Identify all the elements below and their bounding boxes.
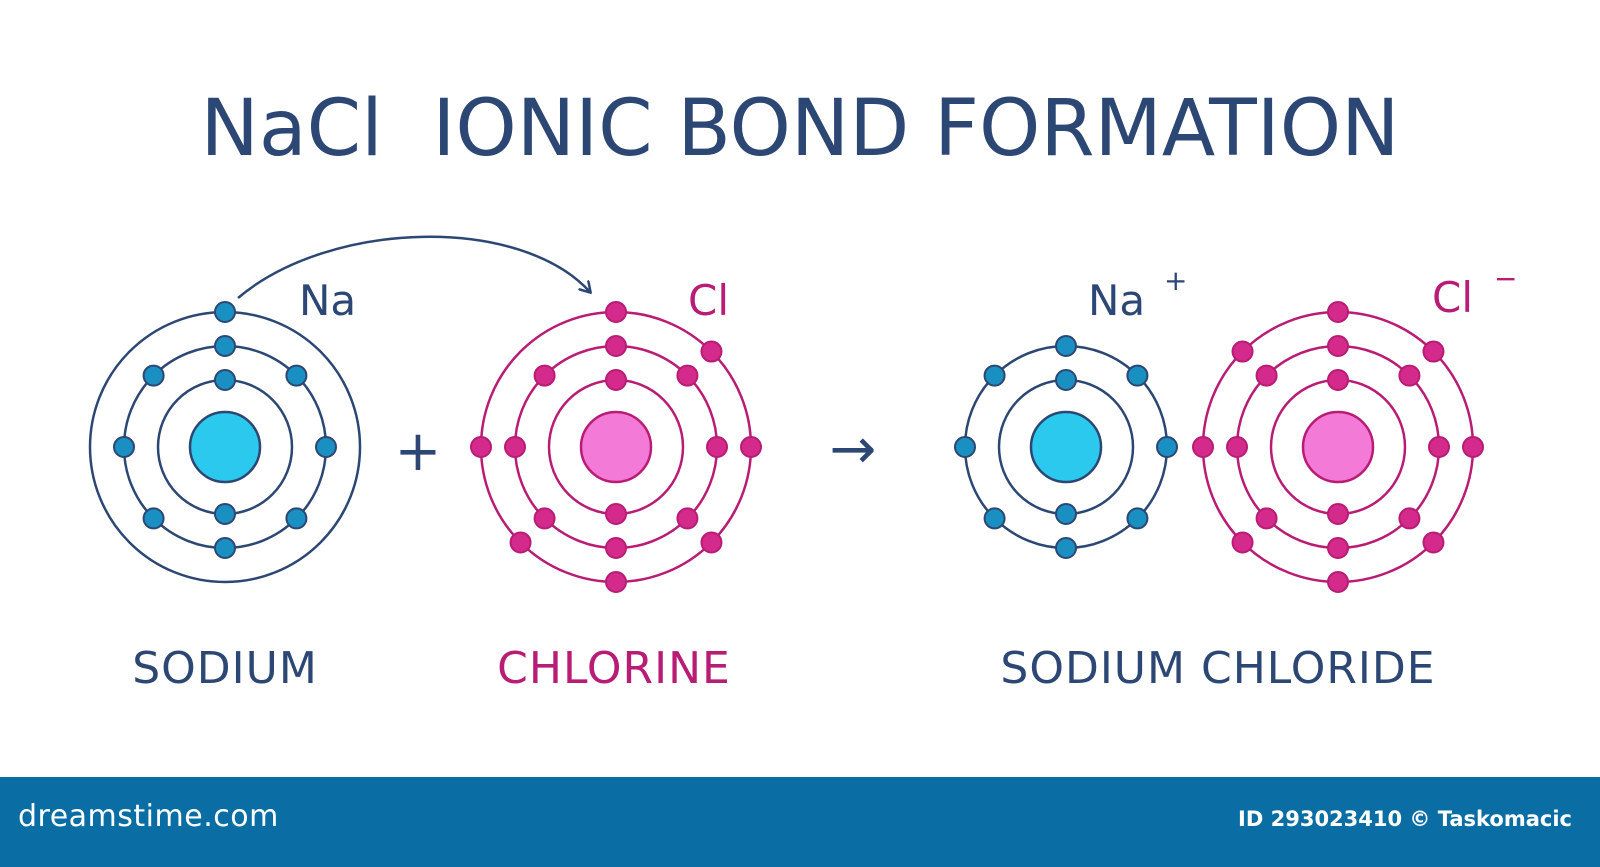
electron bbox=[605, 571, 627, 593]
chloride-ion bbox=[1192, 301, 1484, 593]
electron bbox=[1055, 503, 1077, 525]
electron bbox=[1327, 335, 1349, 357]
electron bbox=[142, 507, 165, 530]
chlorine-atom bbox=[470, 301, 762, 593]
sodium-chloride-label: SODIUM CHLORIDE bbox=[1000, 643, 1435, 694]
nucleus bbox=[579, 410, 653, 484]
electron bbox=[285, 507, 308, 530]
electron bbox=[1226, 436, 1248, 458]
electron bbox=[1327, 503, 1349, 525]
electron bbox=[1327, 571, 1349, 593]
electron bbox=[214, 537, 236, 559]
electron bbox=[605, 301, 627, 323]
electron bbox=[1055, 335, 1077, 357]
electron bbox=[706, 436, 728, 458]
electron bbox=[509, 531, 532, 554]
electron bbox=[605, 537, 627, 559]
sodium-ion-charge: + bbox=[1164, 264, 1187, 297]
electron bbox=[1055, 369, 1077, 391]
electron bbox=[954, 436, 976, 458]
electron bbox=[113, 436, 135, 458]
electron bbox=[983, 364, 1006, 387]
reaction-arrow: → bbox=[830, 417, 877, 482]
electron bbox=[1255, 507, 1278, 530]
electron bbox=[504, 436, 526, 458]
electron bbox=[214, 335, 236, 357]
electron bbox=[533, 507, 556, 530]
electron bbox=[1192, 436, 1214, 458]
electron bbox=[1255, 364, 1278, 387]
sodium-ion-symbol: Na bbox=[1088, 276, 1145, 325]
sodium-ion bbox=[954, 335, 1178, 559]
electron bbox=[1231, 340, 1254, 363]
electron bbox=[983, 507, 1006, 530]
electron bbox=[1126, 364, 1149, 387]
nucleus bbox=[1301, 410, 1375, 484]
page-title: NaCl IONIC BOND FORMATION bbox=[200, 84, 1399, 174]
ionic-bond-diagram: NaCl IONIC BOND FORMATION Na Cl Na + Cl … bbox=[88, 84, 1517, 694]
electron bbox=[285, 364, 308, 387]
electron bbox=[1398, 507, 1421, 530]
electron bbox=[533, 364, 556, 387]
electron bbox=[142, 364, 165, 387]
footer-credit: ID 293023410 © Taskomacic bbox=[1238, 807, 1572, 831]
chlorine-label: CHLORINE bbox=[497, 643, 731, 694]
electron bbox=[1126, 507, 1149, 530]
footer-bar: dreamstime.com ID 293023410 © Taskomacic bbox=[0, 777, 1600, 867]
electron bbox=[1231, 531, 1254, 554]
electron bbox=[1156, 436, 1178, 458]
electron bbox=[1462, 436, 1484, 458]
sodium-symbol: Na bbox=[299, 276, 356, 325]
electron bbox=[470, 436, 492, 458]
chlorine-symbol: Cl bbox=[688, 276, 729, 325]
nucleus bbox=[188, 410, 262, 484]
footer-brand: dreamstime.com bbox=[18, 799, 279, 834]
electron bbox=[214, 301, 236, 323]
nucleus bbox=[1029, 410, 1103, 484]
electron-transfer-arrow bbox=[237, 235, 590, 299]
electron bbox=[676, 507, 699, 530]
electron bbox=[700, 340, 723, 363]
electron bbox=[1327, 537, 1349, 559]
electron bbox=[676, 364, 699, 387]
electron bbox=[605, 503, 627, 525]
chloride-ion-charge: − bbox=[1494, 262, 1517, 295]
electron bbox=[1428, 436, 1450, 458]
electron bbox=[605, 335, 627, 357]
electron bbox=[315, 436, 337, 458]
plus-sign: + bbox=[395, 419, 442, 484]
electron bbox=[740, 436, 762, 458]
sodium-label: SODIUM bbox=[132, 643, 318, 694]
electron bbox=[1398, 364, 1421, 387]
chloride-ion-symbol: Cl bbox=[1432, 273, 1473, 322]
electron bbox=[1327, 301, 1349, 323]
electron bbox=[700, 531, 723, 554]
electron bbox=[1422, 531, 1445, 554]
electron bbox=[214, 503, 236, 525]
electron bbox=[605, 369, 627, 391]
electron bbox=[1422, 340, 1445, 363]
electron bbox=[1327, 369, 1349, 391]
electron bbox=[214, 369, 236, 391]
sodium-atom bbox=[88, 301, 362, 584]
electron bbox=[1055, 537, 1077, 559]
